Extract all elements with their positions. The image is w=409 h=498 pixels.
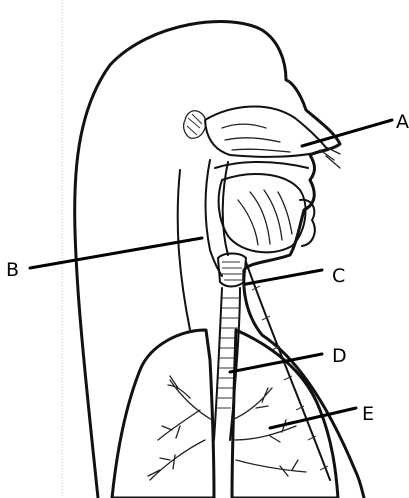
label-e: E <box>362 403 374 425</box>
left-bronchi <box>148 376 212 480</box>
label-c: C <box>332 265 345 287</box>
leader-line-d <box>230 354 322 372</box>
label-b: B <box>6 259 19 281</box>
tongue-muscle-lines <box>238 190 292 245</box>
label-d: D <box>332 345 347 367</box>
hard-palate <box>215 162 308 168</box>
frontal-sinus <box>184 111 206 139</box>
right-bronchi <box>232 388 306 476</box>
head-outline <box>75 21 364 498</box>
larynx-hatch <box>222 262 242 280</box>
label-a: A <box>396 111 409 133</box>
leader-line-e <box>270 408 356 428</box>
leader-line-a <box>302 120 392 146</box>
neck-outline <box>178 170 190 330</box>
leader-line-b <box>30 238 202 268</box>
nasal-conchae <box>222 124 290 152</box>
esophagus <box>246 262 330 480</box>
trachea-left <box>214 288 222 440</box>
pharynx-back <box>223 162 228 255</box>
leader-line-c <box>246 270 322 284</box>
sinus-hatch <box>187 114 202 135</box>
left-lung <box>112 330 214 498</box>
larynx <box>218 254 246 287</box>
